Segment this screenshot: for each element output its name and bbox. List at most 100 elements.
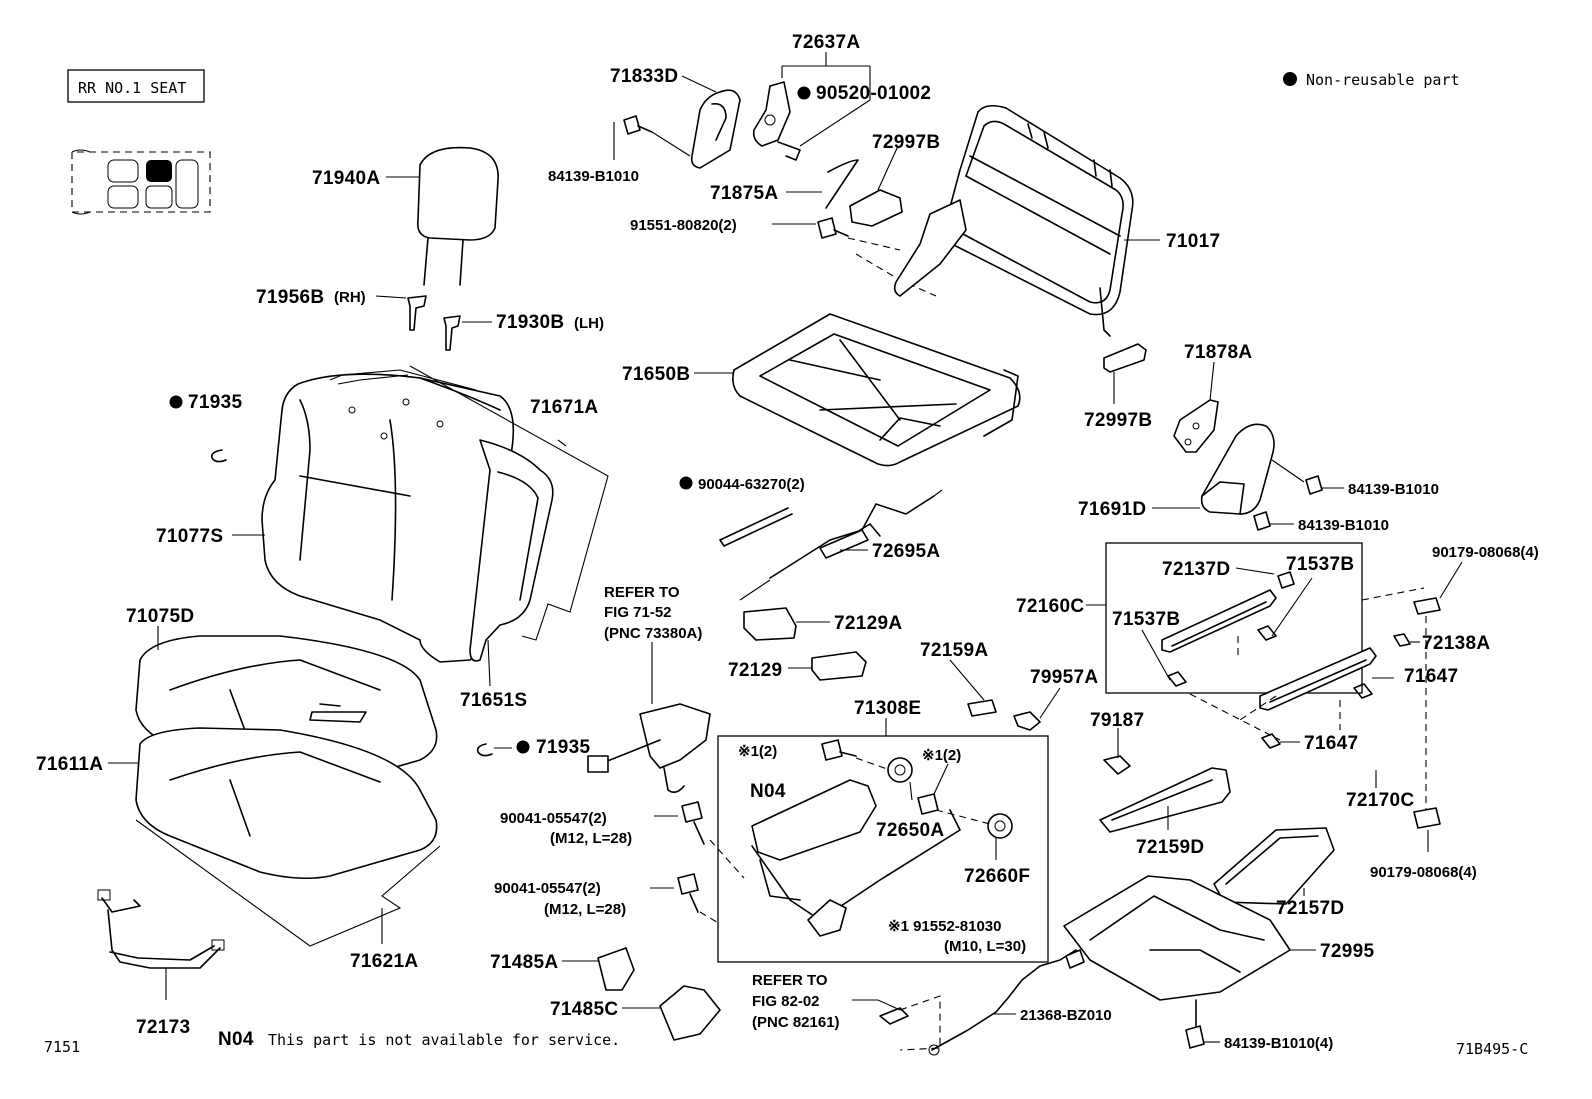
label-71930B-side: (LH) — [574, 315, 604, 332]
label-90179-08068-top: 90179-08068(4) — [1432, 544, 1539, 561]
n04-code: N04 — [218, 1029, 254, 1050]
label-71308E: 71308E — [854, 698, 921, 719]
screw-drawing — [1271, 459, 1323, 495]
label-90041-05547-bottom: 90041-05547(2) — [494, 880, 601, 897]
clip-drawing — [210, 449, 227, 463]
n04-note: This part is not available for service. — [268, 1031, 620, 1049]
diagram-code: 71B495-C — [1456, 1040, 1528, 1058]
label-90041-05547-bottom-spec: (M12, L=28) — [544, 901, 626, 918]
clip-79957A-drawing — [1013, 711, 1041, 731]
rail-cover-drawing — [1099, 767, 1231, 833]
seat-track-lower-drawing — [1259, 647, 1377, 711]
cover-72129A-drawing — [743, 607, 797, 641]
label-71485C: 71485C — [550, 999, 618, 1020]
bracket-small-drawing — [1103, 343, 1147, 373]
nut-drawing — [1413, 597, 1441, 615]
label-84139-B1010-low: 84139-B1010 — [1298, 517, 1389, 534]
bolt-drawing — [677, 873, 699, 913]
label-72695A: 72695A — [872, 541, 940, 562]
seat-track-upper-drawing — [1161, 589, 1277, 653]
label-71611A: 71611A — [36, 754, 103, 775]
side-cover-drawing — [1200, 423, 1275, 515]
refer1-line3: (PNC 73380A) — [604, 625, 702, 642]
label-71935-bottom: 71935 — [536, 737, 590, 758]
bolt-drawing — [821, 739, 857, 761]
label-71956B-side: (RH) — [334, 289, 366, 306]
label-72170C: 72170C — [1346, 790, 1414, 811]
refer1-line2: FIG 71-52 — [604, 604, 672, 621]
refer2-line2: FIG 82-02 — [752, 993, 820, 1010]
label-71691D: 71691D — [1078, 499, 1146, 520]
bracket-drawing — [752, 81, 801, 161]
seatback-cover-drawing — [261, 373, 554, 663]
label-79187: 79187 — [1090, 710, 1144, 731]
non-reusable-dot-icon — [1283, 72, 1297, 86]
headrest-drawing — [416, 146, 499, 286]
label-72160C: 72160C — [1016, 596, 1084, 617]
label-71647-bottom: 71647 — [1304, 733, 1358, 754]
cap-drawing — [1353, 683, 1373, 699]
label-71651S: 71651S — [460, 690, 527, 711]
label-71956B: 71956B — [256, 287, 324, 308]
label-71650B: 71650B — [622, 364, 690, 385]
label-72173: 72173 — [136, 1017, 190, 1038]
label-star1-bolt: ※1 91552-81030 — [888, 918, 1002, 935]
label-71485A: 71485A — [490, 952, 558, 973]
label-star1-bolt-spec: (M10, L=30) — [944, 938, 1026, 955]
non-reusable-dot-icon — [679, 476, 693, 490]
label-star1-right: ※1(2) — [922, 747, 961, 764]
nut-drawing — [1413, 807, 1441, 829]
label-71878A: 71878A — [1184, 342, 1252, 363]
refer2-line3: (PNC 82161) — [752, 1014, 840, 1031]
release-cable-drawing — [739, 489, 943, 601]
seatback-frame-drawing — [893, 104, 1134, 337]
seat-layout-icon — [71, 149, 211, 215]
label-71875A: 71875A — [710, 183, 778, 204]
seat-cushion-drawing — [135, 635, 441, 947]
label-N04-in-box: N04 — [750, 781, 786, 802]
label-84139-B1010-top: 84139-B1010 — [548, 168, 639, 185]
label-72997B-top: 72997B — [872, 132, 940, 153]
label-72637A: 72637A — [792, 32, 860, 53]
plate-drawing — [1173, 399, 1219, 453]
label-72129A: 72129A — [834, 613, 902, 634]
label-72997B-bottom: 72997B — [1084, 410, 1152, 431]
label-84139-B1010-mid: 84139-B1010 — [1348, 481, 1439, 498]
label-72138A: 72138A — [1422, 633, 1490, 654]
label-90520-01002: 90520-01002 — [816, 83, 931, 104]
bolt-drawing — [681, 801, 705, 845]
knob-drawing — [849, 189, 903, 227]
label-71017: 71017 — [1166, 231, 1220, 252]
cap-71485C-drawing — [659, 985, 721, 1041]
cap-drawing — [1167, 671, 1187, 687]
non-reusable-dot-icon — [797, 86, 811, 100]
label-84139-B1010-4: 84139-B1010(4) — [1224, 1035, 1333, 1052]
label-79957A: 79957A — [1030, 667, 1098, 688]
screw-drawing — [623, 115, 653, 135]
label-91551-80820: 91551-80820(2) — [630, 217, 737, 234]
seat-label-box — [67, 69, 205, 103]
non-reusable-dot-icon — [169, 395, 183, 409]
seat-label: RR NO.1 SEAT — [78, 79, 186, 97]
label-72995: 72995 — [1320, 941, 1374, 962]
screw-drawing — [1253, 511, 1271, 531]
adjuster-group-box — [1105, 542, 1363, 694]
figure-number: 7151 — [44, 1038, 80, 1056]
cover-72129-drawing — [811, 651, 867, 681]
label-71671A: 71671A — [530, 397, 598, 418]
label-71075D: 71075D — [126, 606, 194, 627]
label-71940A: 71940A — [312, 168, 380, 189]
label-71537B-bottom: 71537B — [1112, 609, 1180, 630]
label-star1-left: ※1(2) — [738, 743, 777, 760]
tab-drawing — [967, 699, 997, 717]
spring-drawing — [825, 159, 859, 209]
label-72660F: 72660F — [964, 866, 1030, 887]
label-71621A: 71621A — [350, 951, 418, 972]
label-90041-05547-top: 90041-05547(2) — [500, 810, 607, 827]
clip-79187-drawing — [1103, 755, 1131, 775]
connector-drawing — [879, 1007, 909, 1025]
wire-harness-drawing — [97, 889, 225, 969]
label-72159A: 72159A — [920, 640, 988, 661]
label-71935-top: 71935 — [188, 392, 242, 413]
